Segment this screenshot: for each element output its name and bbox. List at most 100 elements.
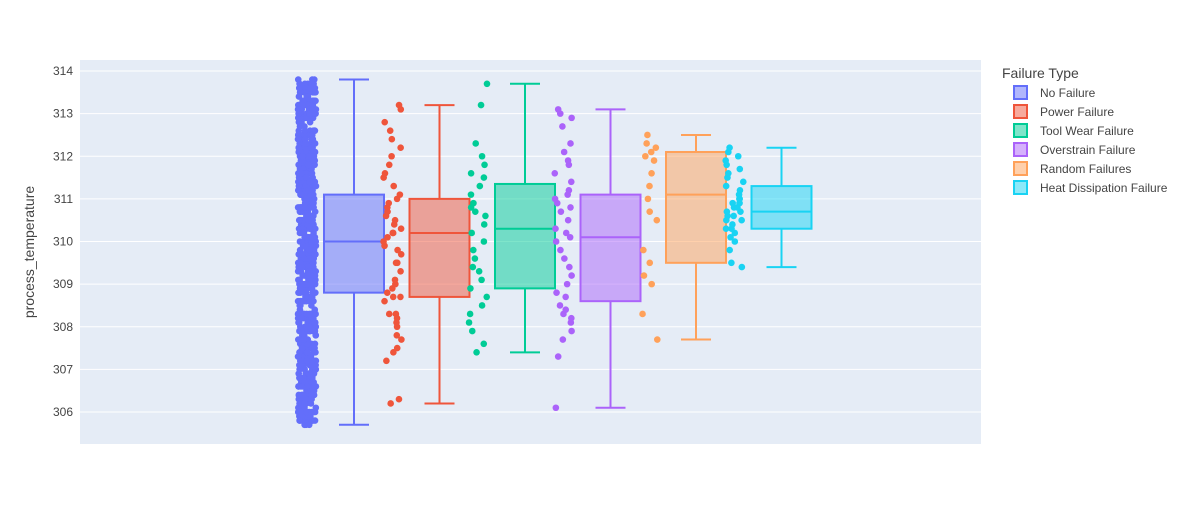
- legend-item-tool-wear-failure[interactable]: Tool Wear Failure: [1013, 123, 1134, 138]
- legend-item-heat-dissipation-failure[interactable]: Heat Dissipation Failure: [1013, 180, 1168, 195]
- data-point: [566, 263, 573, 271]
- data-point: [568, 327, 575, 335]
- data-point: [480, 238, 488, 245]
- data-point: [468, 327, 476, 335]
- data-point: [297, 408, 305, 416]
- data-point: [468, 229, 476, 237]
- data-point: [559, 123, 566, 130]
- data-point: [296, 204, 303, 211]
- data-point: [296, 374, 303, 382]
- box-iqr[interactable]: [323, 193, 385, 294]
- legend-title: Failure Type: [1002, 65, 1079, 81]
- legend-label: No Failure: [1040, 86, 1096, 100]
- data-point: [393, 331, 401, 339]
- data-point: [727, 233, 734, 241]
- legend-swatch: [1013, 180, 1028, 195]
- data-point: [304, 349, 311, 356]
- data-point: [394, 246, 401, 254]
- data-point: [396, 191, 404, 198]
- data-point: [303, 195, 310, 203]
- data-point: [738, 263, 746, 271]
- data-point: [562, 293, 569, 301]
- data-point: [398, 336, 405, 343]
- data-point: [483, 80, 491, 88]
- box-iqr[interactable]: [494, 182, 556, 290]
- y-tick-label: 311: [54, 192, 73, 206]
- data-point: [640, 272, 648, 279]
- y-tick-label: 314: [53, 64, 73, 78]
- data-point: [473, 349, 480, 356]
- data-point: [381, 170, 389, 177]
- box-trace-no-failure[interactable]: [294, 76, 385, 429]
- data-point: [653, 216, 661, 224]
- data-point: [561, 255, 568, 262]
- data-point: [295, 93, 303, 100]
- data-point: [303, 357, 311, 365]
- data-point: [395, 395, 403, 403]
- data-point: [306, 152, 313, 160]
- data-point: [728, 259, 735, 267]
- box-trace-overstrain-failure[interactable]: [551, 106, 642, 412]
- box-iqr[interactable]: [750, 185, 813, 230]
- data-point: [299, 391, 307, 399]
- y-tick-label: 308: [53, 320, 73, 334]
- data-point: [309, 374, 316, 382]
- data-point: [387, 400, 394, 407]
- data-point: [562, 229, 570, 237]
- box-trace-tool-wear-failure[interactable]: [465, 80, 556, 356]
- data-point: [389, 229, 397, 237]
- data-point: [478, 302, 486, 309]
- box-traces[interactable]: [294, 76, 813, 429]
- data-point: [298, 314, 305, 322]
- data-point: [306, 225, 313, 233]
- data-point: [299, 152, 306, 160]
- data-point: [482, 212, 489, 220]
- data-point: [467, 191, 475, 198]
- data-point: [646, 182, 653, 190]
- box-iqr[interactable]: [408, 197, 471, 298]
- box-iqr[interactable]: [579, 193, 642, 303]
- data-point: [726, 144, 733, 152]
- data-point: [306, 255, 314, 262]
- data-point: [391, 216, 399, 224]
- data-point: [389, 293, 397, 301]
- legend-label: Random Failures: [1040, 162, 1131, 176]
- data-point: [470, 199, 477, 207]
- data-point: [564, 216, 572, 224]
- data-point: [391, 276, 399, 284]
- box-iqr[interactable]: [665, 150, 727, 264]
- data-point: [560, 148, 568, 156]
- data-point: [483, 293, 491, 301]
- data-point: [307, 84, 315, 92]
- legend-item-power-failure[interactable]: Power Failure: [1013, 104, 1114, 119]
- data-point: [309, 106, 317, 113]
- data-point: [385, 161, 393, 169]
- data-point: [394, 259, 401, 267]
- data-point: [556, 302, 564, 309]
- legend-item-overstrain-failure[interactable]: Overstrain Failure: [1013, 142, 1136, 157]
- data-point: [294, 76, 302, 83]
- data-point: [480, 174, 488, 181]
- legend-item-no-failure[interactable]: No Failure: [1013, 85, 1096, 100]
- data-point: [395, 101, 403, 109]
- data-point: [722, 182, 730, 190]
- box-trace-power-failure[interactable]: [380, 101, 471, 407]
- data-point: [481, 161, 488, 169]
- legend-label: Heat Dissipation Failure: [1040, 181, 1168, 195]
- y-tick-label: 306: [53, 405, 73, 419]
- data-point: [305, 187, 312, 194]
- box-trace-heat-dissipation-failure[interactable]: [722, 144, 813, 271]
- y-tick-label: 312: [53, 149, 73, 163]
- legend-swatch: [1013, 85, 1028, 100]
- box-trace-random-failures[interactable]: [639, 131, 727, 343]
- data-point: [305, 323, 313, 331]
- legend-item-random-failures[interactable]: Random Failures: [1013, 161, 1131, 176]
- data-point: [643, 140, 650, 147]
- data-point: [552, 225, 559, 233]
- data-point: [552, 238, 560, 245]
- data-point: [734, 152, 742, 160]
- data-point: [303, 383, 311, 390]
